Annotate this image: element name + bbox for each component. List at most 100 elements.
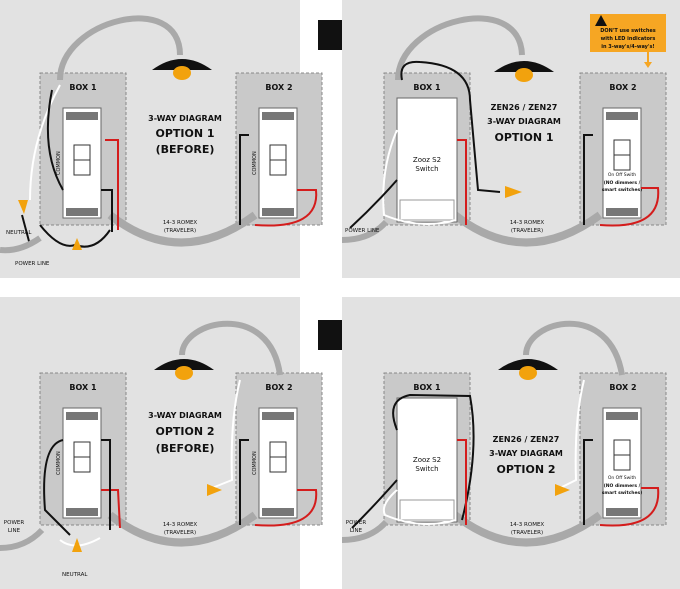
diagram-title-line1: ZEN26 / ZEN27 bbox=[491, 103, 558, 112]
black-wire bbox=[392, 393, 475, 521]
wire-nut-icon bbox=[207, 484, 222, 496]
power-label-line1: POWER bbox=[4, 520, 25, 526]
box1-label: BOX 1 bbox=[69, 83, 97, 92]
common-label: COMMON bbox=[56, 451, 62, 475]
diagram-title-line1: 3-WAY DIAGRAM bbox=[148, 114, 222, 123]
ceiling-light-icon bbox=[152, 59, 212, 80]
red-wire bbox=[457, 139, 467, 225]
ceiling-light-icon bbox=[498, 359, 558, 380]
romex-power bbox=[0, 235, 42, 254]
black-wire bbox=[583, 134, 593, 225]
switch-label-line1: Zooz S2 bbox=[413, 456, 441, 464]
black-wire bbox=[239, 134, 249, 225]
romex-power bbox=[0, 527, 45, 551]
onoff-label-line3: smart switches) bbox=[602, 187, 643, 193]
black-wire bbox=[583, 439, 593, 525]
red-wire bbox=[457, 439, 467, 525]
black-wire bbox=[43, 439, 71, 536]
neutral-wire bbox=[29, 84, 61, 201]
switch-label-line2: Switch bbox=[415, 465, 438, 473]
common-label-2: COMMON bbox=[252, 151, 258, 175]
diagram-title-line2: OPTION 2 bbox=[155, 425, 214, 438]
panel-option1-before: BOX 1 BOX 2 COMMON COMMON bbox=[0, 0, 323, 278]
white-wire bbox=[382, 489, 457, 525]
romex-power bbox=[341, 219, 389, 243]
wire-nut-icon bbox=[18, 200, 28, 214]
red-wire bbox=[254, 189, 318, 227]
power-label-line2: LINE bbox=[350, 528, 363, 534]
black-wire bbox=[101, 189, 113, 232]
romex-label-line2: (TRAVELER) bbox=[164, 228, 196, 234]
black-wire bbox=[101, 439, 111, 530]
white-wire bbox=[211, 379, 241, 489]
romex-traveler bbox=[107, 511, 258, 547]
black-wire bbox=[21, 214, 31, 246]
romex-cable-to-light bbox=[523, 320, 625, 376]
onoff-label-line1: On Off Swith bbox=[608, 475, 636, 481]
diagram-title-line3: OPTION 1 bbox=[494, 131, 553, 144]
box1-label: BOX 1 bbox=[69, 383, 97, 392]
power-label-line2: LINE bbox=[8, 528, 21, 534]
wire-nut-icon bbox=[72, 538, 82, 552]
diagram-title-line3: OPTION 2 bbox=[496, 463, 555, 476]
wire-nut-icon bbox=[505, 186, 522, 198]
common-label-2: COMMON bbox=[252, 451, 258, 475]
romex-cable-to-light bbox=[179, 320, 283, 376]
romex-label-line2: (TRAVELER) bbox=[511, 530, 543, 536]
box1-label: BOX 1 bbox=[413, 83, 441, 92]
power-line-label: POWER LINE bbox=[345, 228, 380, 234]
romex-label-line1: 14-3 ROMEX bbox=[510, 220, 545, 226]
romex-label-line2: (TRAVELER) bbox=[511, 228, 543, 234]
diagram-title-line2: 3-WAY DIAGRAM bbox=[489, 449, 563, 458]
romex-label-line2: (TRAVELER) bbox=[164, 530, 196, 536]
neutral-label: NEUTRAL bbox=[62, 572, 88, 578]
romex-traveler bbox=[452, 211, 603, 247]
white-wire bbox=[555, 379, 585, 491]
ceiling-light-icon bbox=[494, 61, 554, 82]
panel-option2-zen: BOX 1 BOX 2 Zooz S2 Switch On Off Swith … bbox=[341, 297, 680, 589]
red-wire bbox=[101, 489, 121, 529]
romex-cable-to-light bbox=[395, 15, 525, 81]
ceiling-light-icon bbox=[154, 359, 214, 380]
white-wire bbox=[382, 129, 457, 225]
neutral-label: NEUTRAL bbox=[6, 230, 32, 236]
romex-label-line1: 14-3 ROMEX bbox=[163, 220, 198, 226]
red-wire bbox=[254, 489, 318, 527]
wire-nut-icon bbox=[72, 238, 82, 250]
diagram-title-line2: OPTION 1 bbox=[155, 127, 214, 140]
box1-label: BOX 1 bbox=[413, 383, 441, 392]
onoff-label-line3: smart switches) bbox=[602, 490, 643, 496]
panel-option2-before: BOX 1 BOX 2 COMMON COMMON 3-WAY DIAGRAM … bbox=[0, 297, 323, 589]
romex-traveler bbox=[107, 211, 258, 247]
black-wire bbox=[349, 179, 398, 229]
red-wire bbox=[105, 139, 119, 230]
onoff-label-line1: On Off Swith bbox=[608, 172, 636, 178]
diagram-title-line1: 3-WAY DIAGRAM bbox=[148, 411, 222, 420]
switch-label-line1: Zooz S2 bbox=[413, 156, 441, 164]
switch-2 bbox=[258, 407, 298, 519]
romex-label-line1: 14-3 ROMEX bbox=[510, 522, 545, 528]
diagram-title-line3: (BEFORE) bbox=[156, 442, 215, 455]
warning-line3: in 3-way's/4-way's! bbox=[601, 44, 654, 50]
warning-line1: DON'T use switches bbox=[600, 28, 656, 34]
black-wire bbox=[46, 89, 64, 191]
diagram-title-line3: (BEFORE) bbox=[156, 143, 215, 156]
box2-label: BOX 2 bbox=[609, 383, 636, 392]
warning-icon-glyph: ! bbox=[599, 19, 602, 27]
black-wire bbox=[351, 479, 398, 529]
black-wire bbox=[39, 224, 76, 247]
red-wire bbox=[599, 487, 660, 527]
panel-option1-zen: BOX 1 BOX 2 Zooz S2 Switch On Off Swith … bbox=[341, 0, 680, 278]
diagram-title-line1: ZEN26 / ZEN27 bbox=[493, 435, 560, 444]
box2-label: BOX 2 bbox=[609, 83, 636, 92]
power-line-label: POWER LINE bbox=[15, 261, 50, 267]
diagram-title-line2: 3-WAY DIAGRAM bbox=[487, 117, 561, 126]
wire-nut-icon bbox=[555, 484, 570, 496]
onoff-label-line2: (NO dimmers / bbox=[604, 483, 641, 489]
red-wire bbox=[599, 187, 660, 227]
common-label: COMMON bbox=[56, 151, 62, 175]
warning-icon bbox=[595, 15, 607, 26]
warning-line2: with LED indicators bbox=[601, 36, 656, 42]
onoff-label-line2: (NO dimmers / bbox=[604, 180, 641, 186]
romex-traveler bbox=[452, 511, 603, 547]
